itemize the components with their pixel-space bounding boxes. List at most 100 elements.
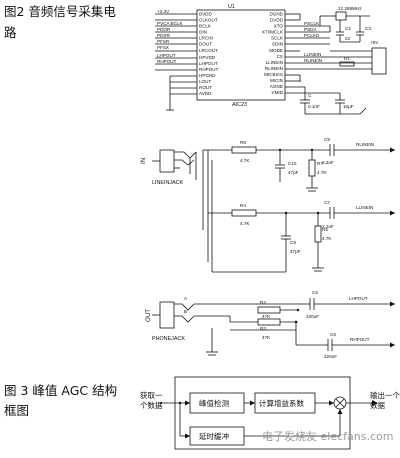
chip-pin-right-label: DGND: [269, 12, 283, 17]
c5-label: C5: [312, 290, 318, 295]
chip-net-left-label: PFSR: [157, 39, 170, 44]
r5-label: R5: [322, 227, 328, 232]
r3-label: R3: [260, 326, 266, 331]
chip-net-right-label: LLINEIN: [304, 52, 321, 57]
chip-pin-left-label: DOUT: [199, 42, 212, 47]
agc-input-label-1: 获取一: [140, 390, 163, 400]
chip-pin-right-label: XTI/MCLK: [262, 30, 284, 35]
chip-pin-left-label: HPVDD: [199, 55, 216, 60]
chip-pin-right-label: RLINEIN: [265, 66, 283, 71]
c9b-label: C9: [290, 240, 296, 245]
chip-net-left-label: RHPOUT: [157, 59, 177, 64]
lhpout-net: LHPOUT: [349, 296, 368, 301]
c2-label: C2: [345, 26, 351, 31]
r2-value: 47K: [262, 314, 271, 319]
figure2-caption-line1: 图2 音频信号采集电: [4, 4, 116, 19]
line-in-section: [152, 144, 395, 273]
figure2-caption-line2: 路: [4, 25, 17, 40]
chip-pin-left-label: LRCOUT: [199, 48, 218, 53]
c10-label: C10: [288, 161, 297, 166]
resistor-r7: [308, 159, 316, 177]
agc-outer-box: [174, 376, 351, 450]
chip-pin-left-label: LOUT: [199, 79, 211, 84]
c22-label: 22: [345, 36, 351, 41]
chip-pin-right-label: AGND: [270, 84, 284, 89]
c10-value: 47pF: [288, 170, 299, 175]
codec-chip: [155, 9, 330, 111]
chip-part-number: AIC23: [232, 102, 247, 108]
phone-out-section: [152, 298, 395, 356]
resistor-r2: [257, 306, 281, 314]
chip-pin-right-label: MICBIAS: [264, 72, 283, 77]
codec-chip-body: [196, 9, 286, 101]
agc-block-gain-label: 计算增益系数: [259, 398, 304, 408]
rlinein-net: RLINEIN: [356, 142, 374, 147]
llinein-net: LLINEIN: [356, 205, 373, 210]
c6-value: 220uF: [324, 354, 337, 359]
resistor-r4: [231, 209, 257, 217]
r3-value: 47K: [262, 335, 271, 340]
chip-net-right-label: PSDA: [304, 27, 317, 32]
vcc-label: +5V: [370, 40, 379, 45]
pin-b-label: B: [184, 309, 187, 314]
chip-net-left-label: LHPOUT: [157, 53, 176, 58]
chip-net-left-label: PFSX: [157, 45, 169, 50]
agc-input-label-2: 个数据: [140, 400, 163, 410]
r7-label: R7: [317, 161, 323, 166]
r7-value: 4.7K: [317, 170, 327, 175]
chip-pin-right-label: DVDD: [270, 18, 284, 23]
agc-output-label-2: 数据: [370, 400, 385, 410]
c5-value: 220uF: [306, 314, 319, 319]
c9-value: 2.2uF: [322, 160, 334, 165]
control-connector: [330, 47, 387, 75]
resistor-r6: [231, 146, 257, 154]
chip-pin-left-label: RHPOUT: [199, 67, 219, 72]
chip-pin-right-label: SCLK: [271, 36, 284, 41]
chip-pin-left-label: BCLK: [199, 24, 212, 29]
r6-label: R6: [240, 140, 246, 145]
agc-block-peak-label: 峰值检测: [199, 398, 229, 408]
resistor-r3: [257, 318, 281, 326]
chip-pin-right-label: VMID: [272, 90, 284, 95]
cap-value-label: 0.1nF: [308, 104, 320, 109]
line-in-jack-label: LINEINJACK: [152, 180, 184, 186]
phone-jack: [159, 301, 175, 329]
chip-pin-left-label: ROUT: [199, 85, 212, 90]
decoupling-caps: [300, 87, 367, 115]
c7-value: 2.2uF: [322, 224, 334, 229]
agc-output-label-1: 输出一个: [370, 390, 400, 400]
chip-pin-left-label: HPGND: [199, 73, 216, 78]
crystal-oscillator: [319, 11, 370, 43]
c7-label: C7: [324, 200, 330, 205]
chip-pin-right-label: XTO: [274, 24, 284, 29]
chip-designator: U1: [228, 4, 235, 10]
figure3-caption-line2: 框图: [4, 403, 30, 418]
chip-net-left-label: PDXR: [157, 33, 170, 38]
chip-pin-left-label: CLKOUT: [199, 18, 218, 23]
out-connector-label: OUT: [145, 309, 152, 322]
chip-pin-left-label: DIN: [199, 30, 207, 35]
cap-label: C: [308, 93, 312, 98]
in-connector-label: IN: [140, 158, 147, 164]
chip-pin-left-label: BVDD: [199, 12, 212, 17]
figure3-caption-line1: 图 3 峰值 AGC 结构: [4, 383, 118, 398]
chip-pin-left-label: LHPOUT: [199, 61, 218, 66]
r5-value: 4.7K: [322, 236, 332, 241]
chip-pin-left-label: AVDD: [199, 91, 212, 96]
chip-pin-right-label: MICIN: [270, 78, 283, 83]
r1-label: R1: [344, 56, 350, 61]
chip-pin-right-label: CS: [277, 54, 283, 59]
c6-label: C6: [330, 332, 336, 337]
c9b-value: 47pF: [290, 249, 301, 254]
rhpout-net: RHPOUT: [350, 337, 370, 342]
chip-net-left-label: PVCA BCLK: [157, 21, 183, 26]
chip-net-left-label: PDOR: [157, 27, 171, 32]
chip-net-right-label: RLINEIN: [304, 58, 322, 63]
c9-label: C9: [324, 137, 330, 142]
chip-pin-right-label: MODE: [269, 48, 283, 53]
chip-pin-left-label: LRCIN: [199, 36, 213, 41]
chip-net-left-label: +3.3V: [157, 9, 170, 14]
pin-a-label: A: [184, 296, 188, 301]
r4-value: 4.7K: [240, 221, 250, 226]
